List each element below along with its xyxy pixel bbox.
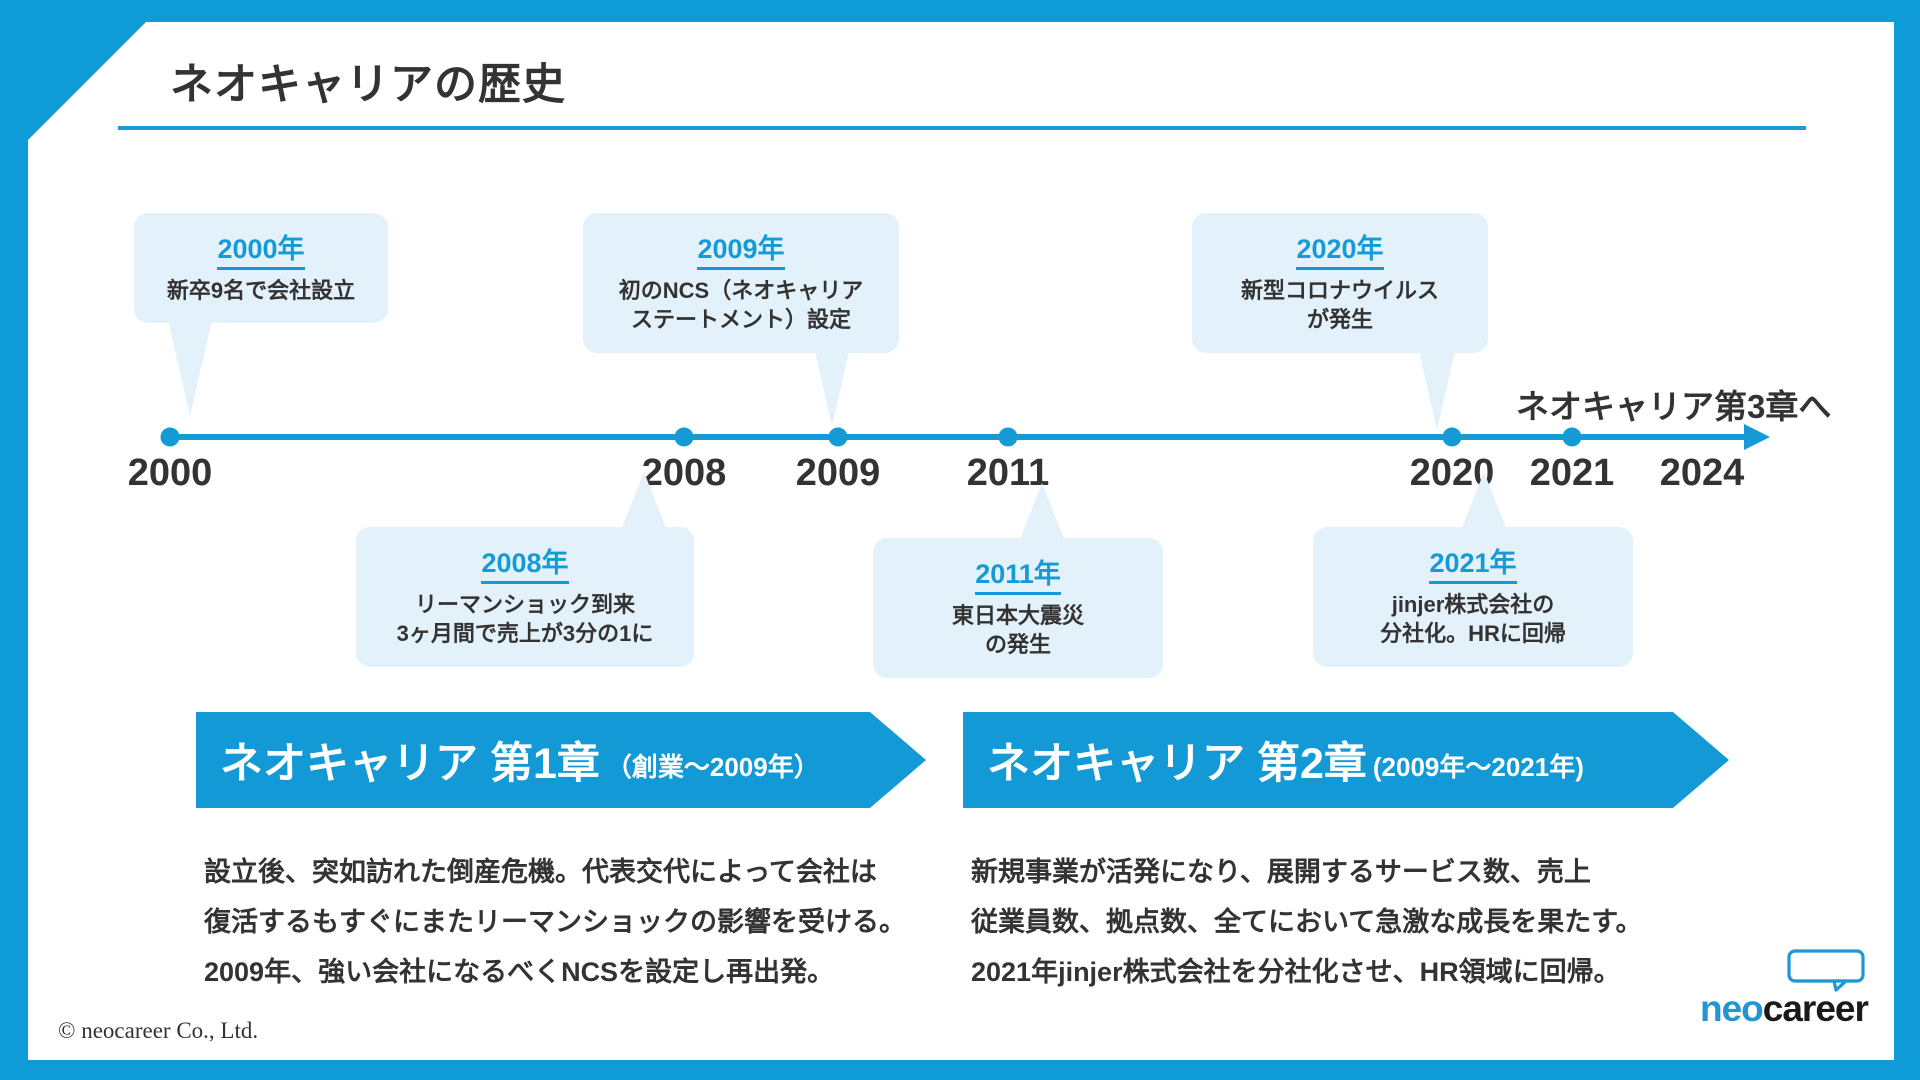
timeline-year-label-2021: 2021 — [1529, 452, 1615, 494]
timeline-dot-2011 — [998, 427, 1018, 447]
logo-wordmark: neocareer — [1700, 988, 1890, 1030]
callout-tail-2021年 — [1462, 472, 1506, 528]
chapter-heading-main: ネオキャリア 第1章 — [220, 740, 600, 788]
callout-year-label: 2008年 — [481, 541, 569, 584]
timeline-year-label-2009: 2009 — [795, 452, 881, 494]
callout-body-text: 初のNCS（ネオキャリア ステートメント）設定 — [618, 278, 864, 333]
page-title: ネオキャリアの歴史 — [170, 61, 566, 109]
chapter-heading-sub: (2009年〜2021年) — [1372, 751, 1584, 782]
timeline-end-label: ネオキャリア第3章へ — [1516, 388, 1832, 425]
chapter-heading-main: ネオキャリア 第2章 — [987, 740, 1367, 788]
copyright-text: © neocareer Co., Ltd. — [58, 1018, 259, 1043]
speech-bubble-icon — [1787, 949, 1865, 992]
callout-2000年: 2000年新卒9名で会社設立 — [134, 213, 388, 324]
timeline-year-label-2000: 2000 — [127, 452, 213, 494]
timeline-arrow-icon — [1744, 424, 1770, 450]
callout-body-text: 東日本大震災 の発生 — [951, 603, 1084, 658]
timeline-dot-2009 — [828, 427, 848, 447]
callout-tail-2008年 — [622, 472, 666, 528]
callout-2021年: 2021年 jinjer株式会社の 分社化。HRに回帰 — [1313, 527, 1633, 667]
timeline-axis — [170, 434, 1750, 440]
chapter-banner-1: ネオキャリア 第1章（創業〜2009年） — [196, 712, 926, 808]
callout-2011年: 2011年東日本大震災 の発生 — [873, 538, 1163, 678]
chapter-body-2: 新規事業が活発になり、展開するサービス数、売上 従業員数、拠点数、全てにおいて急… — [971, 857, 1643, 987]
neocareer-logo: neocareer — [1700, 988, 1890, 1032]
logo-text-neo: neo — [1700, 988, 1764, 1029]
callout-body-text: jinjer株式会社の 分社化。HRに回帰 — [1380, 592, 1566, 647]
timeline-dot-2021 — [1562, 427, 1582, 447]
callout-year-label: 2000年 — [217, 227, 305, 270]
callout-tail-2000年 — [168, 320, 212, 416]
callout-body-text: 新型コロナウイルス が発生 — [1240, 278, 1439, 333]
callout-year-label: 2011年 — [975, 552, 1061, 595]
callout-2020年: 2020年新型コロナウイルス が発生 — [1192, 213, 1488, 353]
callout-year-label: 2009年 — [697, 227, 785, 270]
timeline-dot-2000 — [160, 427, 180, 447]
chapter-heading-sub: （創業〜2009年） — [605, 751, 820, 782]
callout-body-text: リーマンショック到来 3ヶ月間で売上が3分の1に — [396, 592, 654, 647]
callout-body-text: 新卒9名で会社設立 — [166, 278, 356, 303]
title-underline-rule — [118, 126, 1806, 130]
timeline-dot-2008 — [674, 427, 694, 447]
callout-2008年: 2008年リーマンショック到来 3ヶ月間で売上が3分の1に — [356, 527, 694, 667]
callout-2009年: 2009年初のNCS（ネオキャリア ステートメント）設定 — [583, 213, 899, 353]
timeline-dot-2020 — [1442, 427, 1462, 447]
callout-year-label: 2020年 — [1296, 227, 1384, 270]
callout-tail-2011年 — [1020, 483, 1064, 539]
chapter-body-1: 設立後、突如訪れた倒産危機。代表交代によって会社は 復活するもすぐにまたリーマン… — [204, 857, 906, 987]
callout-year-label: 2021年 — [1429, 541, 1517, 584]
logo-text-career: career — [1762, 988, 1869, 1029]
chapter-banner-2: ネオキャリア 第2章(2009年〜2021年) — [963, 712, 1729, 808]
timeline-year-label-2024: 2024 — [1659, 452, 1745, 494]
